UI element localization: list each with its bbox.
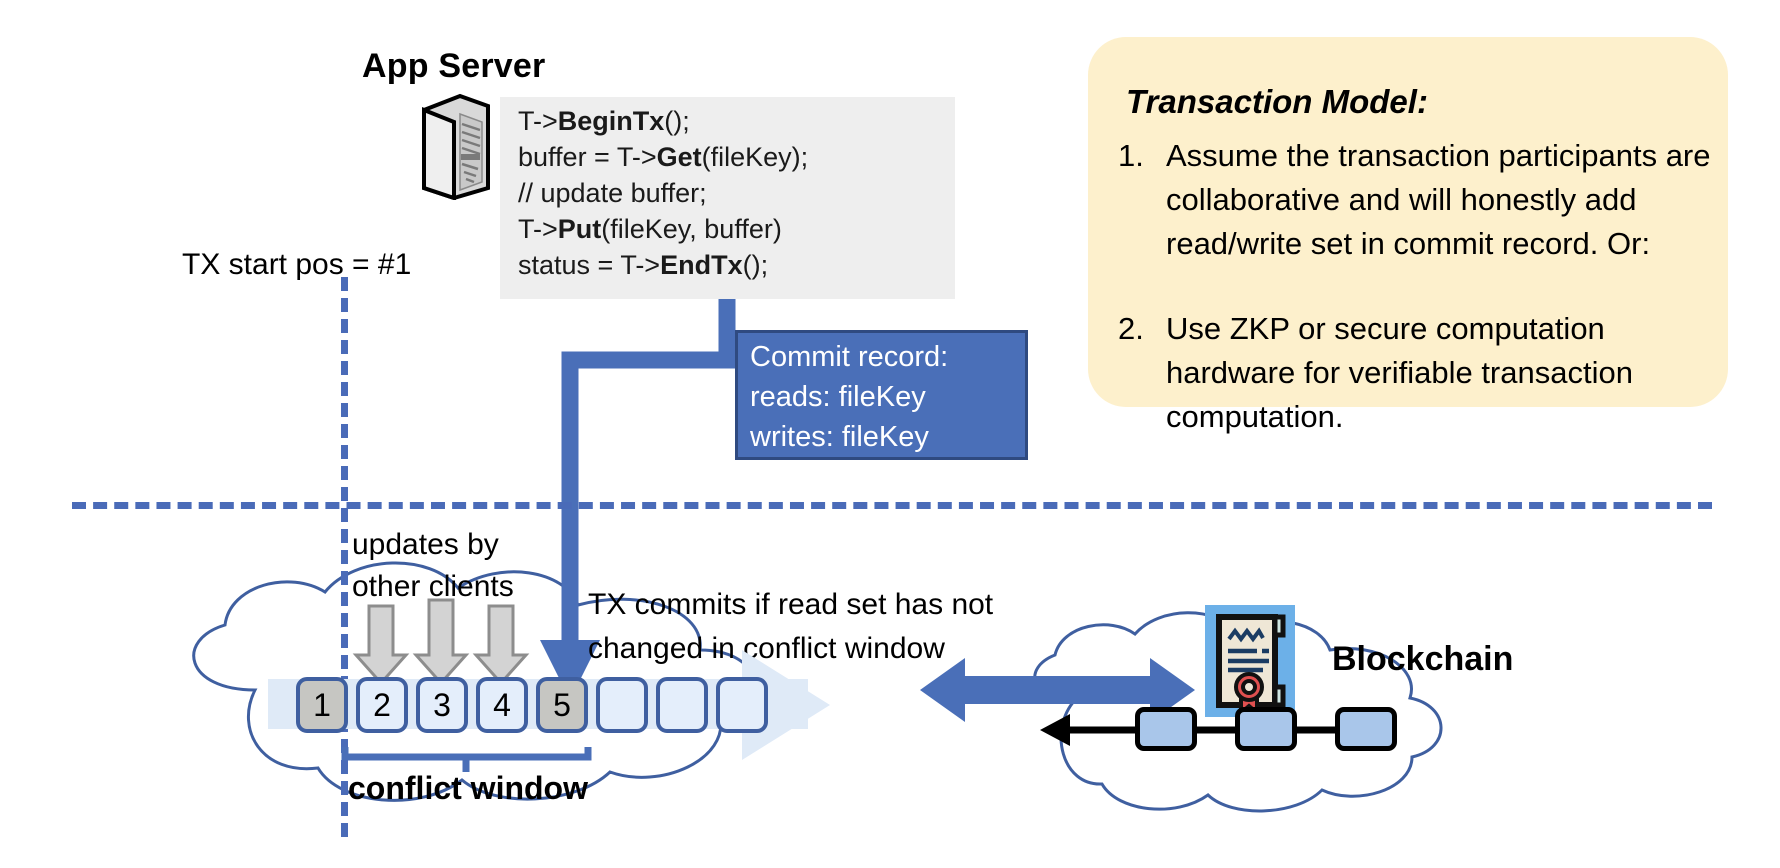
code-line-2: buffer = T->Get(fileKey); [518, 142, 809, 172]
app-server-title: App Server [362, 47, 546, 85]
commit-record-box: Commit record: reads: fileKey writes: fi… [735, 330, 1028, 460]
updates-by-other-clients-label: updates by other clients [352, 524, 514, 608]
list-number: 1. [1118, 138, 1144, 173]
log-cell-7[interactable] [656, 677, 708, 733]
log-cell-2[interactable]: 2 [356, 677, 408, 733]
transaction-model-title: Transaction Model: [1126, 83, 1428, 120]
code-line-1: T->BeginTx(); [518, 106, 690, 136]
conflict-window-label: conflict window [348, 770, 588, 806]
transaction-model-item-2: 2. Use ZKP or secure computation hardwar… [1118, 307, 1718, 439]
tx-commits-condition-label: TX commits if read set has not changed i… [588, 583, 993, 671]
blockchain-block-2[interactable] [1235, 707, 1297, 751]
updates-label-line-2: other clients [352, 570, 514, 603]
transaction-model-item-1: 1. Assume the transaction participants a… [1118, 134, 1718, 266]
commit-record-line-1: Commit record: [750, 341, 949, 373]
list-number: 2. [1118, 311, 1144, 346]
trust-boundary-divider [72, 502, 1712, 509]
tx-commits-line-1: TX commits if read set has not [588, 588, 994, 621]
log-cell-3[interactable]: 3 [416, 677, 468, 733]
tx-commits-line-2: changed in conflict window [588, 632, 945, 665]
list-text: Use ZKP or secure computation hardware f… [1166, 311, 1633, 434]
certificate-seal-icon [1205, 605, 1295, 718]
list-text: Assume the transaction participants are … [1166, 138, 1711, 261]
log-cell-8[interactable] [716, 677, 768, 733]
blockchain-block-1[interactable] [1135, 707, 1197, 751]
blockchain-label: Blockchain [1332, 640, 1514, 678]
log-cell-6[interactable] [596, 677, 648, 733]
updates-label-line-1: updates by [352, 528, 499, 561]
log-cell-4[interactable]: 4 [476, 677, 528, 733]
code-line-5: status = T->EndTx(); [518, 250, 769, 280]
commit-record-line-3: writes: fileKey [750, 421, 929, 453]
tx-start-dashed-line [341, 277, 348, 837]
code-line-4: T->Put(fileKey, buffer) [518, 214, 782, 244]
tx-start-pos-label: TX start pos = #1 [182, 248, 412, 281]
server-tower-icon [422, 93, 490, 200]
code-line-3: // update buffer; [518, 178, 707, 208]
code-snippet-box: T->BeginTx(); buffer = T->Get(fileKey); … [500, 97, 955, 299]
log-cell-1[interactable]: 1 [296, 677, 348, 733]
blockchain-block-3[interactable] [1335, 707, 1397, 751]
transaction-model-card: Transaction Model: 1. Assume the transac… [1088, 37, 1728, 434]
log-cell-5[interactable]: 5 [536, 677, 588, 733]
commit-record-line-2: reads: fileKey [750, 381, 926, 413]
